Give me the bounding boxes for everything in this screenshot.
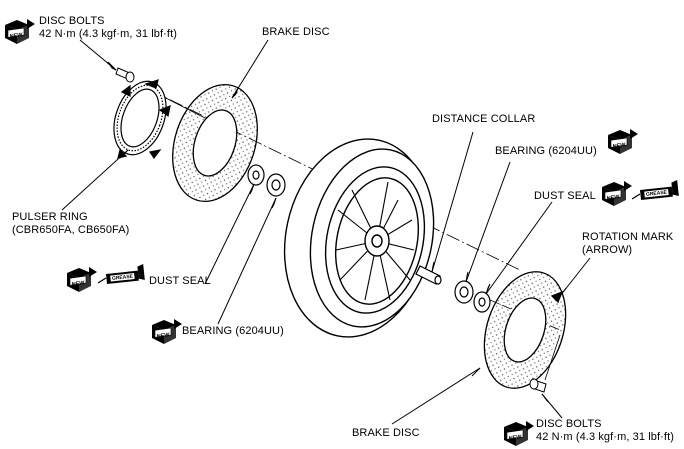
rotation-mark-label: ROTATION MARK (ARROW) xyxy=(582,231,673,257)
new-part-box-icon xyxy=(151,318,183,345)
disc-bolts-bottom-label: DISC BOLTS 42 N·m (4.3 kgf·m, 31 lbf·ft) xyxy=(536,418,674,444)
disc-bolt-bottom xyxy=(529,378,547,393)
rotation-arrow-mark xyxy=(550,290,564,304)
leader-lines xyxy=(61,39,591,425)
wheel xyxy=(283,138,435,338)
brake-disc-bottom-label: BRAKE DISC xyxy=(352,427,420,439)
dust-seal-right-label: DUST SEAL xyxy=(534,190,596,202)
new-part-box-icon xyxy=(66,266,98,293)
distance-collar xyxy=(415,265,442,285)
disc-bolts-bottom-title: DISC BOLTS xyxy=(536,418,602,430)
distance-collar-label: DISTANCE COLLAR xyxy=(432,113,536,125)
dust-seal-left-label: DUST SEAL xyxy=(149,275,211,287)
dust-seal-right xyxy=(473,291,491,313)
rotation-mark-line2: (ARROW) xyxy=(582,244,633,256)
bearing-right-label: BEARING (6204UU) xyxy=(495,145,597,157)
brake-disc-top-label: BRAKE DISC xyxy=(262,26,330,38)
grease-tube-icon xyxy=(631,179,680,201)
rotation-mark-line1: ROTATION MARK xyxy=(582,231,674,243)
bearing-right xyxy=(454,280,474,304)
bearing-left xyxy=(266,173,286,197)
pulser-ring-label: PULSER RING (CBR650FA, CB650FA) xyxy=(12,211,129,237)
disc-bolts-bottom-spec: 42 N·m (4.3 kgf·m, 31 lbf·ft) xyxy=(536,431,674,443)
grease-tube-icon xyxy=(97,263,146,285)
new-part-box-icon xyxy=(503,420,535,447)
dust-seal-left xyxy=(247,164,265,186)
pulser-ring xyxy=(113,79,171,160)
disc-bolt-top xyxy=(115,67,135,83)
new-part-box-icon xyxy=(601,180,633,207)
disc-bolts-top-label: DISC BOLTS 42 N·m (4.3 kgf·m, 31 lbf·ft) xyxy=(39,15,177,41)
new-part-box-icon xyxy=(607,128,639,155)
brake-disc-bottom xyxy=(483,271,567,389)
pulser-ring-line1: PULSER RING xyxy=(12,211,88,223)
disc-bolts-top-spec: 42 N·m (4.3 kgf·m, 31 lbf·ft) xyxy=(39,28,177,40)
bearing-left-label: BEARING (6204UU) xyxy=(182,325,284,337)
pulser-ring-line2: (CBR650FA, CB650FA) xyxy=(12,224,130,236)
new-part-box-icon xyxy=(4,18,36,45)
brake-disc-top xyxy=(172,83,258,203)
disc-bolts-top-title: DISC BOLTS xyxy=(39,15,105,27)
